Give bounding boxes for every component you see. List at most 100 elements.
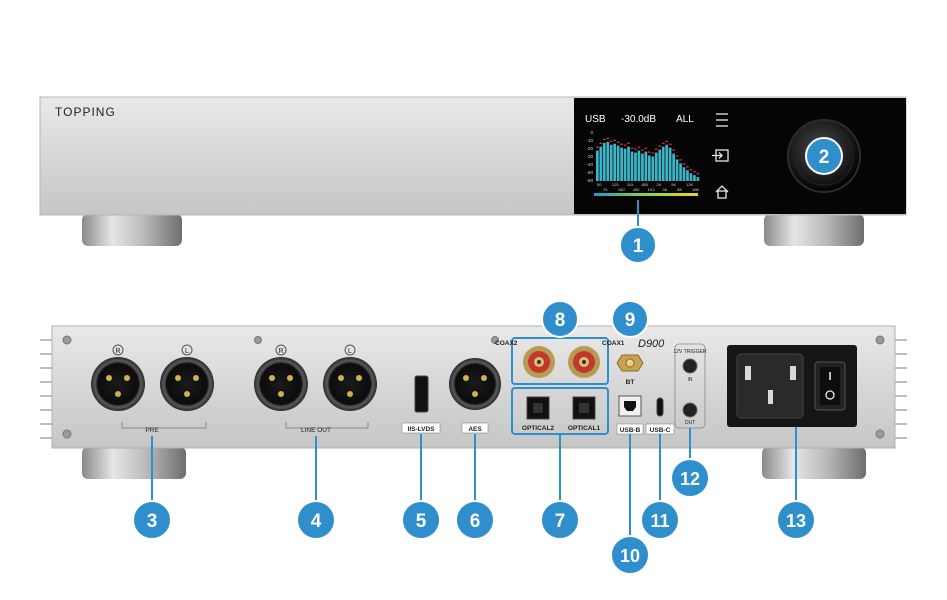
spectrum-bar: [613, 143, 617, 181]
front-foot-left: [82, 214, 182, 246]
spectrum-bar: [675, 159, 679, 181]
pre-l-label: L: [185, 348, 189, 355]
svg-text:13: 13: [786, 511, 806, 531]
callout-4: 4: [296, 500, 336, 540]
spectrum-peak: [682, 163, 686, 165]
spectrum-peak: [661, 142, 665, 144]
spectrum-peak: [616, 141, 620, 143]
line-out-xlr-r[interactable]: [254, 357, 308, 411]
coax1-rca[interactable]: [568, 346, 600, 378]
spectrum-bar: [693, 175, 696, 181]
svg-text:12: 12: [680, 469, 700, 489]
menu-icon[interactable]: [716, 113, 728, 127]
coax1-label: COAX1: [602, 340, 625, 347]
spectrum-peak: [596, 146, 599, 148]
trigger-label: 12V TRIGGER: [674, 349, 707, 355]
freq-label: 50: [597, 182, 602, 187]
usb-b-port[interactable]: [618, 395, 642, 417]
power-switch[interactable]: [814, 361, 846, 411]
spectrum-peak: [599, 142, 603, 144]
rear-panel: R L PRE R L LINE OUT IIS-LVDS AES: [40, 325, 907, 479]
trigger-in-jack[interactable]: [682, 358, 698, 374]
freq-label: 18K: [692, 187, 699, 192]
spectrum-bar: [637, 150, 641, 181]
callout-5: 5: [401, 500, 441, 540]
callout-6: 6: [455, 500, 495, 540]
freq-label: 3K: [662, 187, 667, 192]
spectrum-peak: [609, 140, 613, 142]
optical1-label: OPTICAL1: [568, 425, 601, 432]
callout-1: 1: [619, 226, 657, 264]
freq-label: 125: [612, 182, 619, 187]
trigger-in-label: IN: [688, 377, 693, 383]
home-icon[interactable]: [715, 185, 729, 199]
spectrum-bar: [623, 148, 627, 181]
svg-text:3: 3: [147, 511, 158, 532]
spectrum-bar: [661, 146, 665, 181]
spectrum-peak: [637, 146, 641, 148]
level-bar: [594, 193, 698, 196]
freq-label: 1K2: [648, 187, 656, 192]
pre-xlr-l[interactable]: [160, 357, 214, 411]
line-out-label: LINE OUT: [301, 427, 331, 434]
spectrum-peak: [613, 139, 617, 141]
svg-text:10: 10: [620, 546, 640, 566]
db-tick-label: 0: [590, 130, 593, 135]
spectrum-bar: [689, 173, 693, 181]
spectrum-bar: [651, 156, 655, 181]
spectrum-bar: [609, 144, 613, 181]
spectrum-bar: [630, 151, 634, 181]
spectrum-analyzer: [596, 137, 700, 181]
bt-label: BT: [626, 379, 635, 386]
trigger-out-jack[interactable]: [682, 402, 698, 418]
svg-text:7: 7: [555, 511, 566, 532]
freq-label: 74: [603, 187, 608, 192]
spectrum-peak: [623, 144, 627, 146]
spectrum-bar: [665, 144, 669, 181]
spectrum-peak: [644, 147, 648, 149]
screen-volume: -30.0dB: [621, 114, 656, 125]
spectrum-peak: [627, 142, 630, 144]
db-tick-label: -40: [586, 162, 593, 167]
spectrum-bar: [616, 145, 620, 181]
spectrum-bar: [620, 147, 623, 181]
db-tick-label: -60: [586, 178, 593, 183]
db-tick-label: -50: [586, 170, 593, 175]
callout-11: 11: [640, 500, 680, 540]
svg-text:11: 11: [650, 511, 669, 531]
callout-7: 7: [540, 500, 580, 540]
spectrum-peak: [689, 169, 693, 171]
spectrum-bar: [654, 152, 658, 181]
spectrum-peak: [686, 166, 689, 168]
svg-text:8: 8: [555, 310, 566, 331]
spectrum-peak: [602, 138, 606, 140]
screen-mode: ALL: [676, 114, 694, 125]
line-out-xlr-l[interactable]: [323, 357, 377, 411]
spectrum-bar: [648, 155, 651, 181]
svg-text:6: 6: [470, 511, 481, 532]
iis-lvds-label-box: [401, 422, 441, 434]
spectrum-bar: [679, 163, 682, 181]
aes-xlr-port[interactable]: [449, 358, 501, 410]
bt-antenna-port[interactable]: [616, 354, 644, 372]
coax2-rca[interactable]: [523, 346, 555, 378]
spectrum-peak: [693, 171, 696, 173]
iis-lvds-port[interactable]: [414, 375, 429, 413]
spectrum-peak: [620, 143, 623, 145]
front-foot-right: [764, 214, 864, 246]
trigger-out-label: OUT: [685, 420, 696, 426]
usb-c-port[interactable]: [656, 397, 664, 417]
pre-xlr-r[interactable]: [91, 357, 145, 411]
spectrum-peak: [654, 148, 658, 150]
heatsink-fins: [40, 339, 907, 439]
spectrum-peak: [634, 148, 637, 150]
spectrum-bar: [596, 150, 599, 181]
input-icon[interactable]: [712, 149, 729, 162]
rear-foot-left: [82, 447, 186, 479]
callout-12: 12: [670, 458, 710, 498]
spectrum-peak: [648, 151, 651, 153]
aes-label-box: [461, 422, 489, 434]
svg-text:9: 9: [625, 310, 636, 331]
